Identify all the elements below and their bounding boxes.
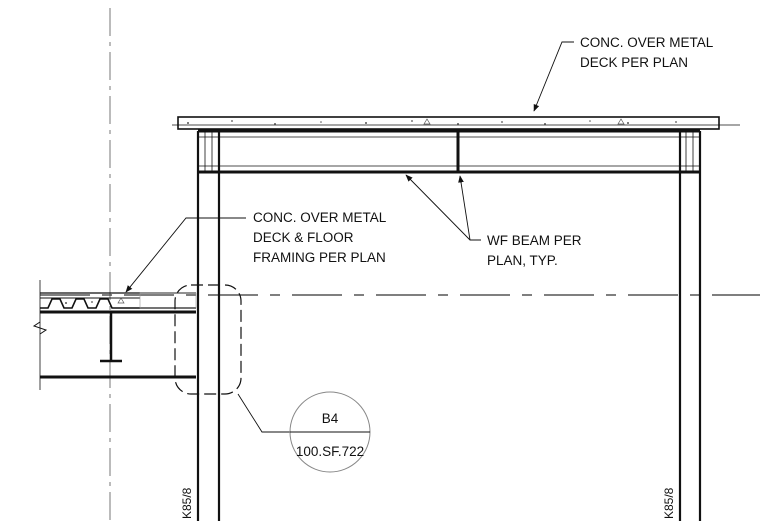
detail-tag: B4 100.SF.722 bbox=[289, 391, 371, 473]
note-top-deck: CONC. OVER METAL DECK PER PLAN bbox=[580, 35, 714, 70]
note-beam-line2: PLAN, TYP. bbox=[487, 253, 558, 268]
note-left-deck-line1: CONC. OVER METAL bbox=[253, 210, 387, 225]
column-label-right: K85/8 bbox=[662, 487, 676, 519]
beam-leader-left bbox=[405, 174, 481, 241]
left-metal-deck bbox=[40, 292, 197, 309]
detail-tag-id: B4 bbox=[322, 411, 339, 426]
note-top-deck-line2: DECK PER PLAN bbox=[580, 55, 688, 70]
top-concrete-slab bbox=[172, 116, 740, 130]
left-deck-leader bbox=[125, 217, 246, 293]
note-left-deck: CONC. OVER METAL DECK & FLOOR FRAMING PE… bbox=[253, 210, 387, 265]
left-column bbox=[196, 131, 221, 521]
detail-callout-bubble bbox=[174, 284, 242, 395]
note-beam-line1: WF BEAM PER bbox=[487, 233, 582, 248]
break-line-symbol bbox=[32, 321, 48, 335]
left-floor-beam bbox=[39, 280, 196, 390]
beam-leader-right bbox=[458, 175, 471, 241]
wf-beam bbox=[198, 129, 700, 174]
note-beam: WF BEAM PER PLAN, TYP. bbox=[487, 233, 582, 268]
detail-tag-leader bbox=[237, 393, 290, 433]
top-deck-leader bbox=[533, 41, 574, 112]
right-column bbox=[678, 131, 702, 521]
column-label-left: K85/8 bbox=[180, 487, 194, 519]
note-left-deck-line2: DECK & FLOOR bbox=[253, 230, 354, 245]
detail-tag-sheet: 100.SF.722 bbox=[296, 444, 364, 459]
note-top-deck-line1: CONC. OVER METAL bbox=[580, 35, 714, 50]
note-left-deck-line3: FRAMING PER PLAN bbox=[253, 250, 386, 265]
